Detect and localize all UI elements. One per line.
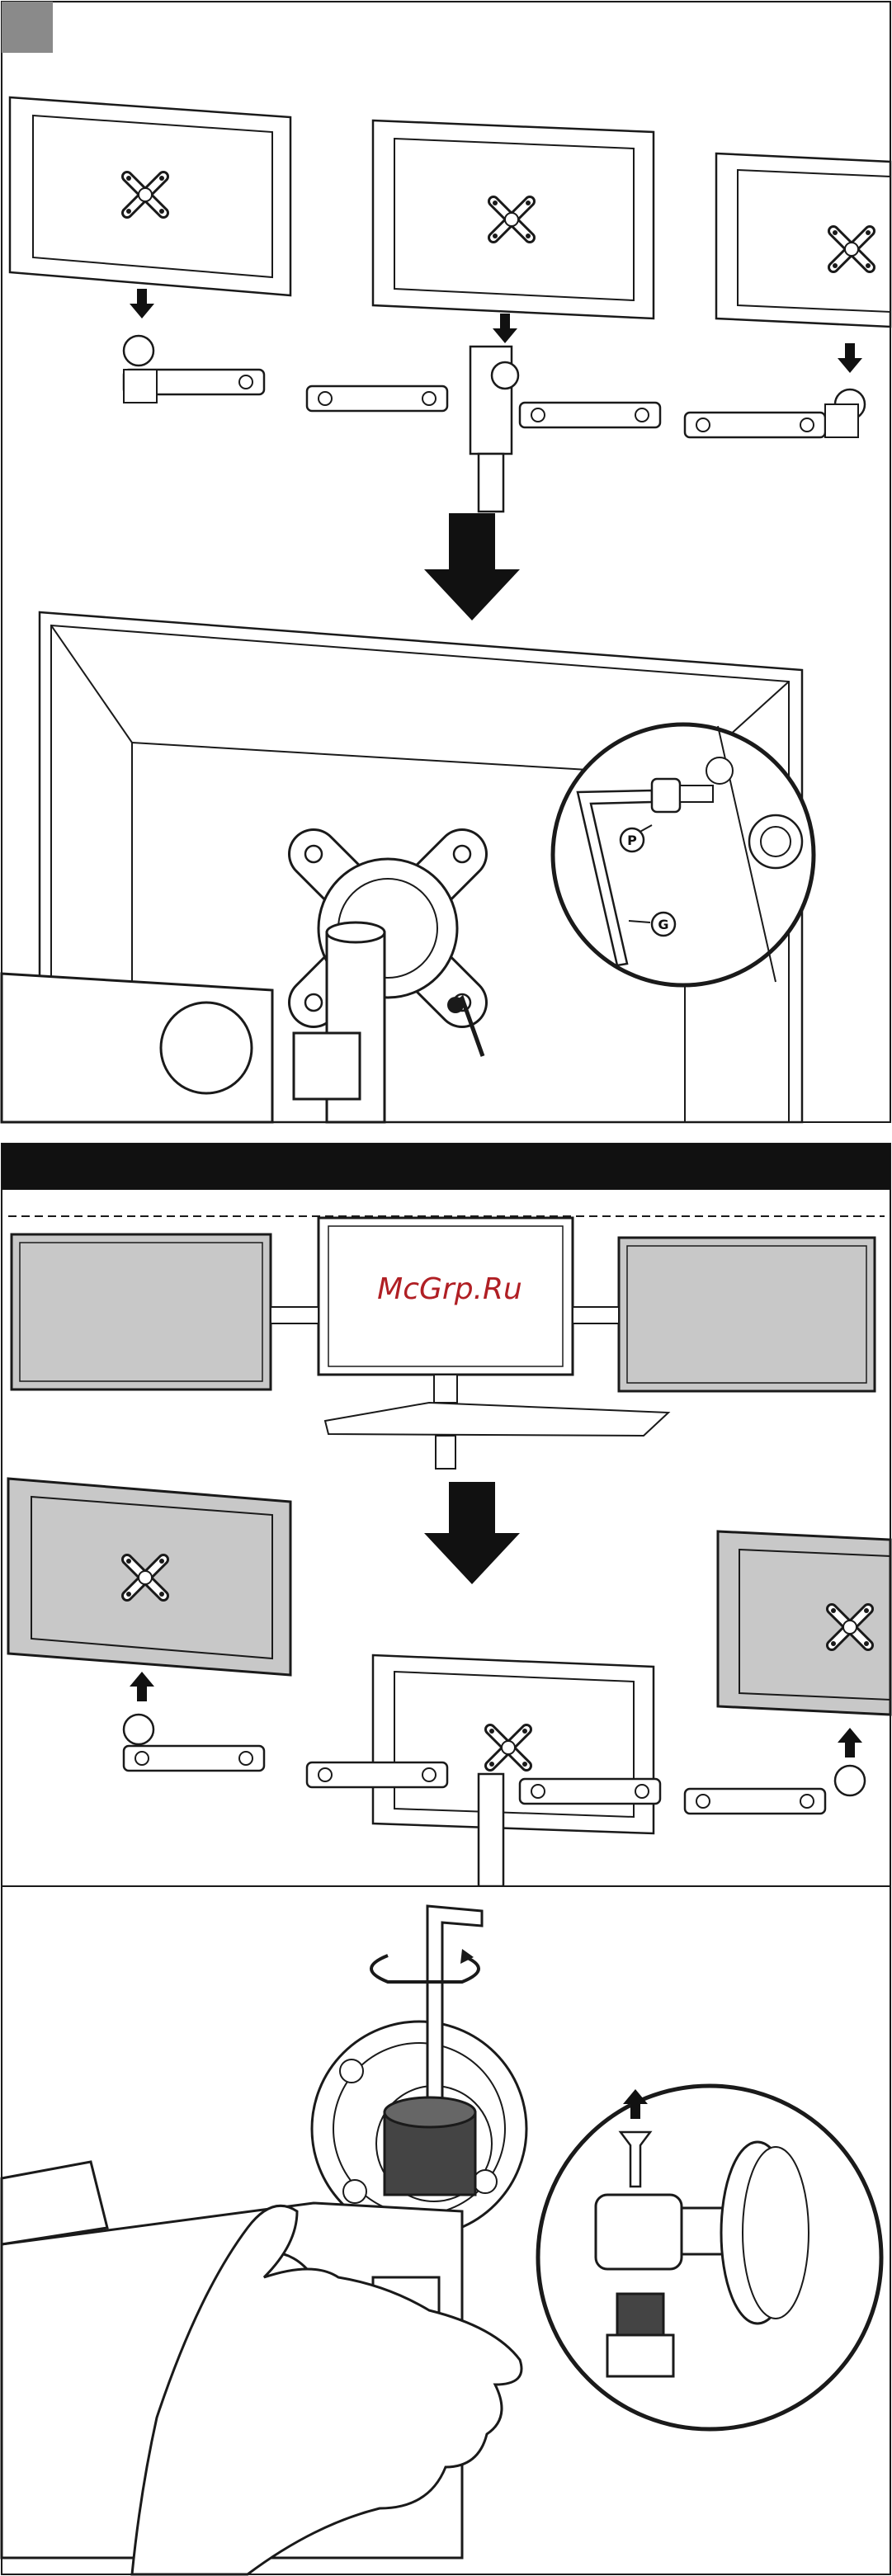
monitor-right — [716, 153, 890, 327]
panel-2-remove-monitors: McGrp.Ru — [2, 1144, 890, 1886]
monitor-left-removed — [8, 1479, 290, 1675]
monitor-center-mounted — [373, 1655, 654, 1833]
screw-detail-callout: P G — [553, 724, 814, 985]
callout-g-label: G — [658, 917, 668, 932]
watermark-text: McGrp.Ru — [377, 1272, 522, 1306]
panel-1-attach-monitors: P G — [2, 2, 890, 1122]
panel-3-tighten-pivot — [2, 1886, 890, 2574]
monitor-center — [373, 120, 654, 318]
callout-p-label: P — [627, 833, 637, 848]
section-header-bar — [2, 1144, 890, 1190]
monitor-left — [10, 97, 290, 295]
collar-detail-callout — [538, 2086, 881, 2429]
step-number-badge — [2, 2, 53, 53]
monitor-right-removed — [718, 1531, 890, 1715]
